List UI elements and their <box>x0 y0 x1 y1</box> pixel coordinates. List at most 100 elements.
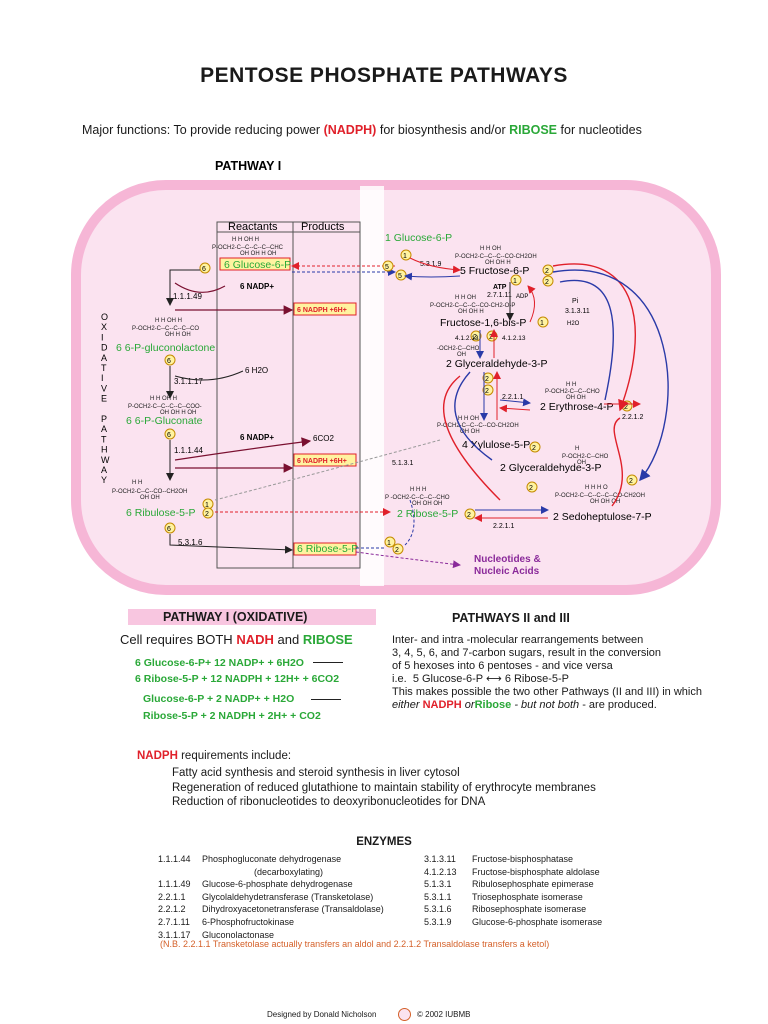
are-produced: - are produced. <box>582 699 657 711</box>
gluconolactone: 6 6-P-gluconolactone <box>116 342 215 354</box>
svg-text:-OCH2-C--CHO: -OCH2-C--CHO <box>437 346 480 352</box>
svg-text:P-OCH2-C--C--CHO: P-OCH2-C--C--CHO <box>545 389 600 395</box>
svg-text:H H OH H: H H OH H <box>155 318 182 324</box>
svg-text:P-OCH2-C--C--C--C--CO: P-OCH2-C--C--C--C--CO <box>132 326 199 332</box>
ec-4-1-2-13-b: 4.1.2.13 <box>502 335 526 342</box>
svg-text:P-OCH2-C--C--C--C--CHC: P-OCH2-C--C--C--C--CHC <box>212 245 284 251</box>
svg-text:OH: OH <box>457 352 466 358</box>
either-ribose: Ribose <box>474 699 512 711</box>
nadph-req-item: Fatty acid synthesis and steroid synthes… <box>172 767 460 779</box>
ec-4-1-2-13-a: 4.1.2.13 <box>455 335 479 342</box>
reactants-products-frame <box>216 221 361 569</box>
svg-text:H H OH: H H OH <box>458 416 479 422</box>
pathways23-line-3: of 5 hexoses into 6 pentoses - and vice … <box>392 660 613 672</box>
svg-text:OH OH H OH: OH OH H OH <box>160 410 196 416</box>
svg-text:2: 2 <box>529 485 533 492</box>
svg-text:2: 2 <box>395 547 399 554</box>
but-not-both: - but not both <box>514 699 580 711</box>
ie-right: 6 Ribose-5-P <box>504 673 570 685</box>
svg-text:2: 2 <box>545 279 549 286</box>
glucose-6p-right: 1 Glucose-6-P <box>385 232 452 244</box>
svg-text:H H OH: H H OH <box>480 246 501 252</box>
cell-requires-prefix: Cell requires BOTH <box>120 632 233 647</box>
major-functions-suffix: for nucleotides <box>560 123 642 137</box>
enzyme-name: Ribosephosphate isomerase <box>472 904 587 915</box>
pathways23-ie-line: i.e. 5 Glucose-6-P ⟷ 6 Ribose-5-P <box>392 673 570 685</box>
pathways23-line-1: Inter- and intra -molecular rearrangemen… <box>392 634 644 646</box>
svg-text:OH OH: OH OH <box>140 495 160 501</box>
svg-text:P-OCH2-C--C--C--CO-CH2OH: P-OCH2-C--C--C--CO-CH2OH <box>455 254 537 260</box>
iubmb-logo <box>398 1008 411 1021</box>
oxidative-letter: T <box>101 363 107 373</box>
enzyme-row: 3.1.1.17 Gluconolactonase <box>158 929 384 942</box>
designer-credit: Designed by Donald Nicholson <box>267 1010 377 1019</box>
svg-text:OH OH H OH: OH OH H OH <box>240 251 276 257</box>
pathways23-possible: This makes possible the two other Pathwa… <box>392 686 702 698</box>
oxidative-letter: I <box>101 373 104 383</box>
svg-text:OH OH OH: OH OH OH <box>412 501 442 507</box>
enzyme-row: (decarboxylating) <box>158 866 384 879</box>
enzyme-name: Fructose-bisphosphate aldolase <box>472 866 600 877</box>
svg-text:1: 1 <box>513 278 517 285</box>
svg-text:P-OCH2-C--CHO: P-OCH2-C--CHO <box>562 454 609 460</box>
svg-text:1: 1 <box>540 320 544 327</box>
ec-1-1-1-44: 1.1.1.44 <box>174 446 203 455</box>
erythrose-4p: 2 Erythrose-4-P <box>540 401 614 413</box>
ec-2-7-1-11: 2.7.1.11 <box>487 292 512 299</box>
nucleotides-label-1: Nucleotides & <box>474 554 541 565</box>
svg-text:1: 1 <box>205 502 209 509</box>
ribose-highlight: RIBOSE <box>509 123 558 137</box>
ec-2-2-1-2: 2.2.1.2 <box>622 414 644 421</box>
enzyme-name: Glycolaldehydetransferase (Transketolase… <box>202 891 374 902</box>
ie-prefix: i.e. <box>392 673 407 685</box>
atp-label: ATP <box>493 284 507 291</box>
enzymes-heading: ENZYMES <box>356 836 412 848</box>
nadp-plus-1: 6 NADP+ <box>240 282 274 291</box>
xylulose-5p: 4 Xylulose-5-P <box>462 439 530 451</box>
enzyme-name: Phosphogluconate dehydrogenase <box>202 854 342 864</box>
svg-text:P-OCH2-C--C--C--C--COO-: P-OCH2-C--C--C--C--COO- <box>128 404 202 410</box>
svg-text:2: 2 <box>532 445 536 452</box>
ec-2-2-1-1-b: 2.2.1.1 <box>493 523 515 530</box>
equation-arrow-1 <box>313 662 343 663</box>
svg-text:H: H <box>575 446 579 452</box>
requires-ribose: RIBOSE <box>302 632 353 647</box>
nadph-req-label: NADPH <box>137 750 178 762</box>
glyceraldehyde-3p-2: 2 Glyceraldehyde-3-P <box>500 462 602 474</box>
nadph-requirements-heading: NADPH requirements include: <box>137 750 291 762</box>
svg-text:P-OCH2-C--C--C--CO-CH2-O-P: P-OCH2-C--C--C--CO-CH2-O-P <box>430 303 515 309</box>
svg-text:H H H: H H H <box>410 487 426 493</box>
svg-text:OH OH H: OH OH H <box>458 309 484 315</box>
oxidative-letter: H <box>101 445 108 455</box>
svg-text:H H: H H <box>132 480 142 486</box>
svg-text:5: 5 <box>398 273 402 280</box>
diagram-background <box>71 180 721 595</box>
enzyme-ec: 4.1.2.13 <box>424 866 457 877</box>
equation-1: 6 Glucose-6-P+ 12 NADP+ + 6H2O <box>135 657 304 669</box>
ec-3-1-1-17: 3.1.1.17 <box>174 377 203 386</box>
svg-text:2: 2 <box>629 478 633 485</box>
enzyme-ec: 3.1.1.17 <box>158 929 191 940</box>
nadph-requirements-list: Fatty acid synthesis and steroid synthes… <box>172 766 596 810</box>
svg-text:2: 2 <box>545 268 549 275</box>
enzyme-ec: 2.2.1.2 <box>158 904 186 915</box>
oxidative-letter: V <box>101 383 107 393</box>
svg-text:OH H OH: OH H OH <box>165 332 191 338</box>
oxidative-letter: E <box>101 394 107 404</box>
ec-1-1-1-49: 1.1.1.49 <box>173 292 202 301</box>
products-header: Products <box>301 221 345 233</box>
major-functions-prefix: Major functions: To provide reducing pow… <box>82 123 321 137</box>
enzyme-row: 4.1.2.13 Fructose-bisphosphate aldolase <box>424 866 602 879</box>
svg-text:OH: OH <box>577 460 586 466</box>
enzyme-name: Gluconolactonase <box>202 929 275 940</box>
equation-3: Glucose-6-P + 2 NADP+ + H2O <box>143 693 295 705</box>
enzyme-ec: 3.1.3.11 <box>424 854 456 864</box>
major-functions-line: Major functions: To provide reducing pow… <box>82 123 642 137</box>
